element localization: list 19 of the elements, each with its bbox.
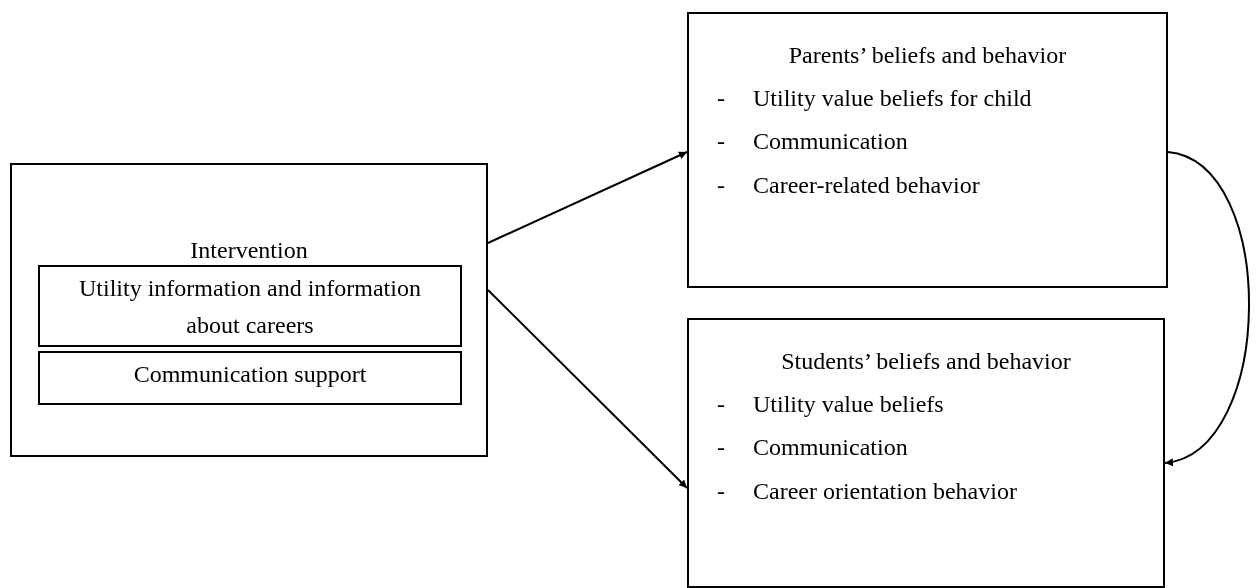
list-item: - Communication [716, 433, 909, 463]
list-item: - Utility value beliefs for child [716, 84, 1033, 114]
process-box [38, 351, 462, 405]
arrow [487, 289, 688, 489]
list-item: - Career-related behavior [716, 170, 981, 200]
process-box [38, 265, 462, 347]
box-heading: Parents’ beliefs and behavior [787, 41, 1068, 70]
box-heading: Students’ beliefs and behavior [780, 347, 1072, 376]
arrow [487, 151, 688, 244]
list-item: - Utility value beliefs [716, 390, 945, 420]
list-item: - Communication [716, 127, 909, 157]
box-heading: Intervention [189, 236, 309, 265]
process-box [687, 12, 1168, 288]
arrow [1164, 151, 1250, 465]
box-label: Communication support [132, 360, 368, 389]
process-box [687, 318, 1165, 588]
group-box [10, 163, 488, 457]
list-item: - Career orientation behavior [716, 476, 1018, 506]
box-label: Utility information and information about careers [78, 274, 422, 341]
